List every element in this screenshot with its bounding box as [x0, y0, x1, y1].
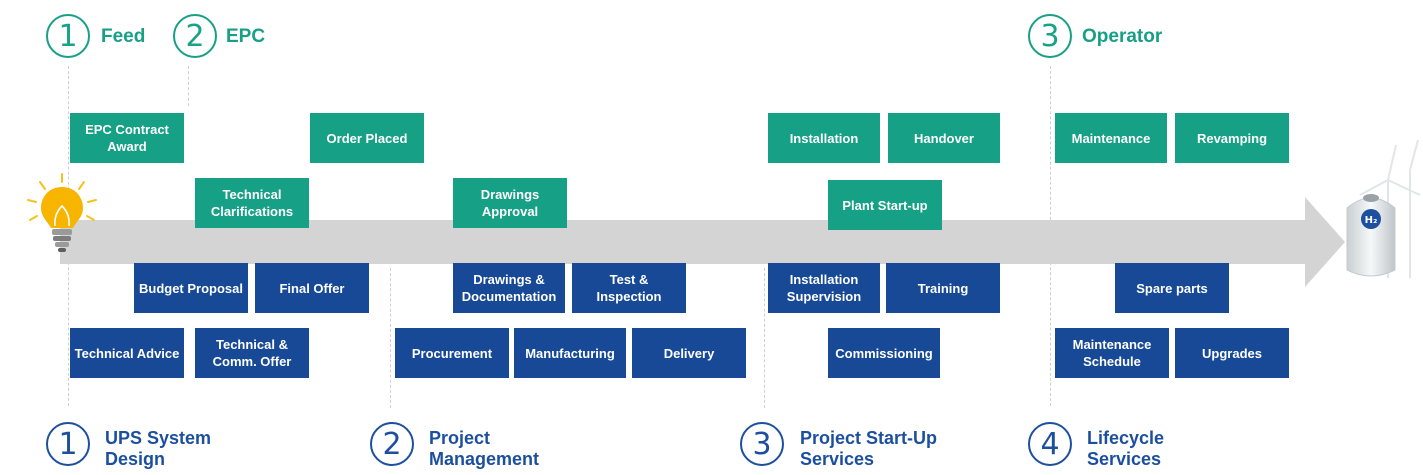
box-training: Training [886, 263, 1000, 313]
phase-feed-number: 1 [46, 14, 90, 58]
guide-line-startup [764, 268, 765, 408]
box-drawings-documentation: Drawings & Documentation [453, 263, 565, 313]
timeline-arrow-head [1305, 197, 1345, 287]
category-1-number: 1 [46, 422, 90, 466]
box-maintenance-schedule: Maintenance Schedule [1055, 328, 1169, 378]
category-4-label: Lifecycle Services [1087, 428, 1164, 470]
guide-line-epc [188, 66, 189, 106]
category-4-number: 4 [1028, 422, 1072, 466]
box-epc-contract-award: EPC Contract Award [70, 113, 184, 163]
phase-operator-label: Operator [1082, 26, 1163, 47]
category-2-line1: Project [429, 428, 491, 448]
box-budget-proposal: Budget Proposal [134, 263, 248, 313]
category-1-label: UPS System Design [105, 428, 211, 470]
category-4-line1: Lifecycle [1087, 428, 1165, 448]
box-commissioning: Commissioning [828, 328, 940, 378]
box-drawings-approval: Drawings Approval [453, 178, 567, 228]
phase-feed-label: Feed [101, 26, 146, 47]
category-1-line1: UPS System [105, 428, 212, 448]
tank-label: H₂ [1365, 215, 1378, 226]
hydrogen-tank-icon: H₂ [1346, 194, 1396, 277]
box-revamping: Revamping [1175, 113, 1289, 163]
box-manufacturing: Manufacturing [514, 328, 626, 378]
box-installation: Installation [768, 113, 880, 163]
phase-epc-label: EPC [226, 26, 266, 47]
box-procurement: Procurement [395, 328, 509, 378]
box-upgrades: Upgrades [1175, 328, 1289, 378]
category-3-label: Project Start-Up Services [800, 428, 937, 470]
category-1-line2: Design [105, 449, 166, 469]
lightbulb-icon [27, 173, 97, 252]
phase-operator-number: 3 [1028, 14, 1072, 58]
box-test-inspection: Test & Inspection [572, 263, 686, 313]
category-2-label: Project Management [429, 428, 539, 470]
category-3-line2: Services [800, 449, 875, 469]
box-delivery: Delivery [632, 328, 746, 378]
box-plant-startup: Plant Start-up [828, 180, 942, 230]
box-technical-advice: Technical Advice [70, 328, 184, 378]
category-4-line2: Services [1087, 449, 1162, 469]
phase-epc-number: 2 [173, 14, 217, 58]
box-installation-supervision: Installation Supervision [768, 263, 880, 313]
box-maintenance: Maintenance [1055, 113, 1167, 163]
guide-line-project-mgmt [390, 268, 391, 408]
category-2-line2: Management [429, 449, 540, 469]
box-final-offer: Final Offer [255, 263, 369, 313]
box-handover: Handover [888, 113, 1000, 163]
box-spare-parts: Spare parts [1115, 263, 1229, 313]
category-2-number: 2 [370, 422, 414, 466]
category-3-number: 3 [740, 422, 784, 466]
box-technical-comm-offer: Technical & Comm. Offer [195, 328, 309, 378]
box-order-placed: Order Placed [310, 113, 424, 163]
category-3-line1: Project Start-Up [800, 428, 938, 448]
box-technical-clarifications: Technical Clarifications [195, 178, 309, 228]
